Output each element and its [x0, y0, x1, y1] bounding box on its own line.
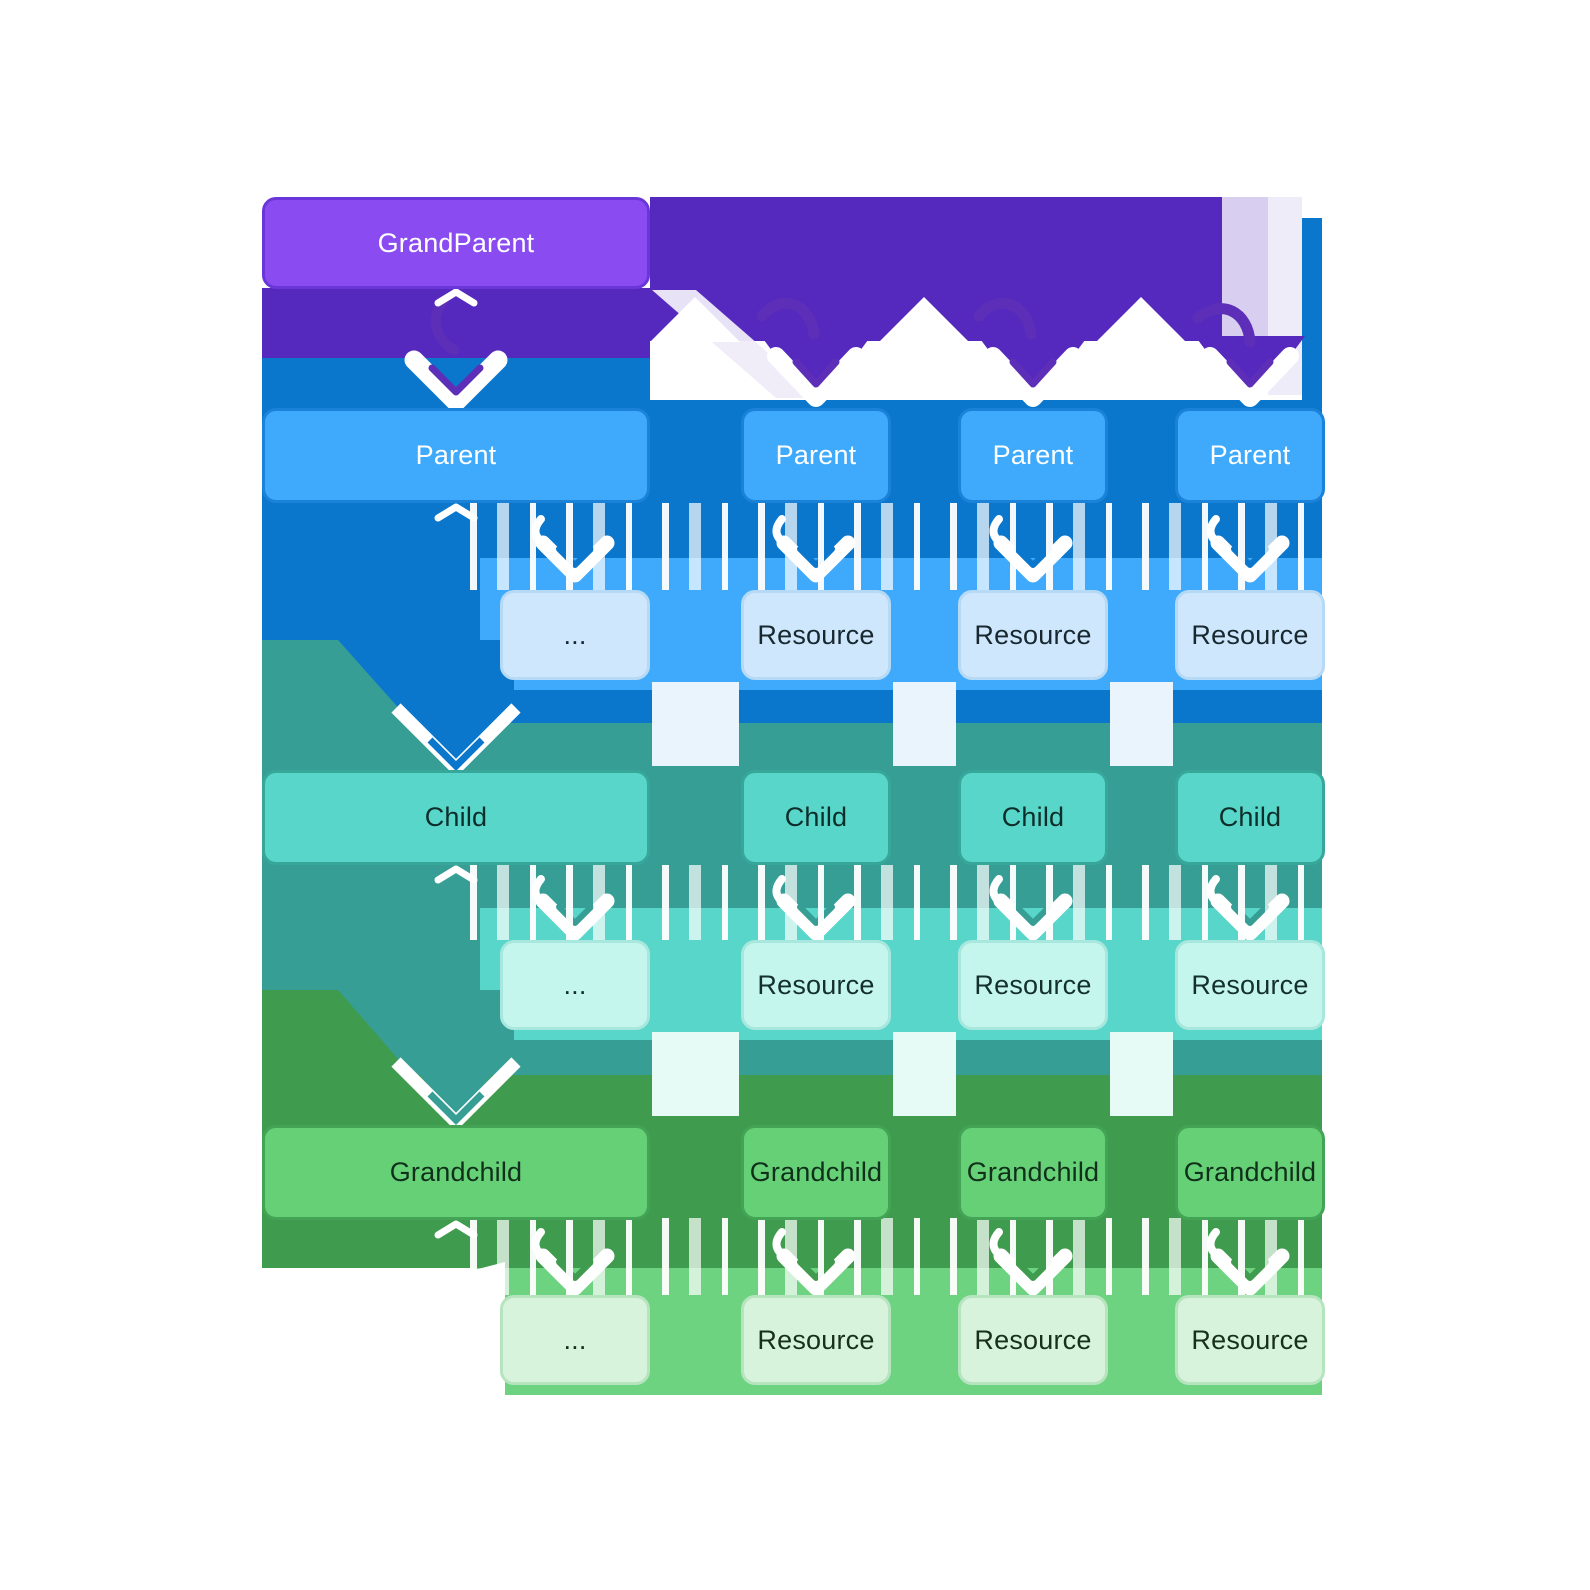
- child-node: Child: [262, 770, 650, 865]
- gap-highlights: [652, 682, 1173, 1116]
- parent-to-child-arrow: [340, 640, 521, 778]
- grandchild-label: Grandchild: [966, 1157, 1100, 1187]
- child-node: Child: [958, 770, 1108, 865]
- resource-node: Resource: [1175, 1295, 1325, 1385]
- resource-label: Resource: [1191, 619, 1309, 650]
- resource-node: Resource: [1175, 940, 1325, 1030]
- child-label: Child: [424, 802, 488, 832]
- resource-label: Resource: [757, 1324, 875, 1355]
- ellipsis-resource-node: ...: [500, 590, 650, 680]
- parent-label: Parent: [775, 440, 857, 470]
- resource-node: Resource: [741, 940, 891, 1030]
- child-node: Child: [741, 770, 891, 865]
- child-to-grandchild-arrow: [340, 990, 521, 1132]
- resource-label: Resource: [1191, 969, 1309, 1000]
- resource-label: Resource: [757, 619, 875, 650]
- resource-label: Resource: [974, 969, 1092, 1000]
- parent-node: Parent: [741, 408, 891, 503]
- parent-label: Parent: [1209, 440, 1291, 470]
- parent-pattern-band: [470, 503, 1322, 590]
- child-node: Child: [1175, 770, 1325, 865]
- grandchild-node: Grandchild: [741, 1125, 891, 1220]
- resource-label: Resource: [974, 619, 1092, 650]
- resource-label: Resource: [974, 1324, 1092, 1355]
- parent-label: Parent: [992, 440, 1074, 470]
- grandparent-node: GrandParent: [262, 197, 650, 289]
- resource-node: Resource: [741, 1295, 891, 1385]
- parent-node: Parent: [958, 408, 1108, 503]
- grandchild-label: Grandchild: [1183, 1157, 1317, 1187]
- grandparent-to-parent-arrows: [404, 295, 1299, 412]
- resource-label: ...: [563, 1324, 587, 1355]
- grandparent-label: GrandParent: [377, 227, 535, 258]
- parent-node: Parent: [1175, 408, 1325, 503]
- resource-node: Resource: [958, 940, 1108, 1030]
- parent-label: Parent: [415, 440, 497, 470]
- child-label: Child: [784, 802, 848, 832]
- child-label: Child: [1001, 802, 1065, 832]
- resource-label: ...: [563, 619, 587, 650]
- grandparent-arrow-mass: [262, 197, 1322, 723]
- grandchild-label: Grandchild: [749, 1157, 883, 1187]
- ellipsis-resource-node: ...: [500, 1295, 650, 1385]
- grandchild-node: Grandchild: [262, 1125, 650, 1220]
- grandchild-node: Grandchild: [958, 1125, 1108, 1220]
- chevron-marks: [434, 288, 478, 1239]
- resource-node: Resource: [1175, 590, 1325, 680]
- ellipsis-resource-node: ...: [500, 940, 650, 1030]
- resource-label: ...: [563, 969, 587, 1000]
- resource-node: Resource: [958, 1295, 1108, 1385]
- grandchild-node: Grandchild: [1175, 1125, 1325, 1220]
- resource-node: Resource: [741, 590, 891, 680]
- grandchild-pattern-band: [470, 1218, 1322, 1295]
- parent-node: Parent: [262, 408, 650, 503]
- bottom-left-cut: [262, 1262, 505, 1395]
- grandchild-label: Grandchild: [389, 1157, 523, 1187]
- resource-label: Resource: [757, 969, 875, 1000]
- child-label: Child: [1218, 802, 1282, 832]
- child-pattern-band: [470, 865, 1322, 940]
- resource-label: Resource: [1191, 1324, 1309, 1355]
- resource-node: Resource: [958, 590, 1108, 680]
